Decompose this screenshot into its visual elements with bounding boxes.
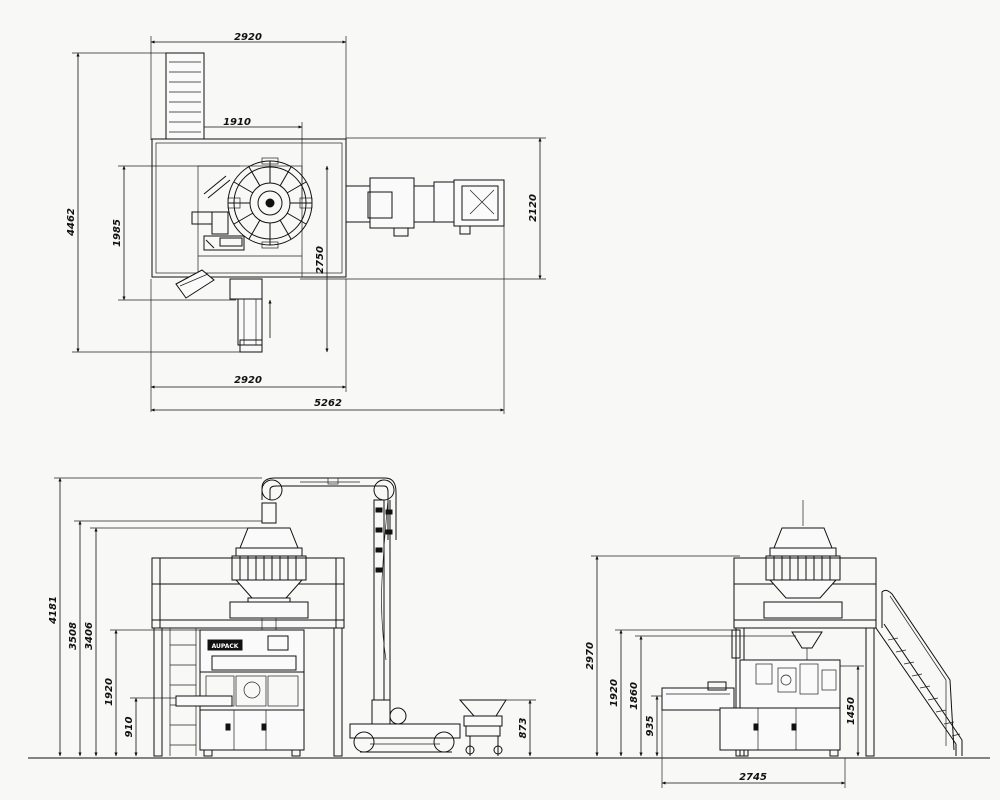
dim-bowl-height: 873 (518, 718, 529, 739)
dim-top-width: 2920 (234, 32, 262, 43)
dim-side-overall-width: 2745 (739, 772, 767, 783)
dim-overall-width: 5262 (314, 398, 342, 409)
dim-platform-height: 1920 (104, 678, 115, 706)
dim-inner-height-2: 2750 (315, 246, 326, 274)
dim-hopper-height: 3406 (84, 622, 95, 650)
dim-side-overall-height: 2970 (585, 642, 596, 670)
brand-plate (207, 639, 243, 651)
dim-machine-height: 910 (124, 717, 135, 738)
dim-side-platform-height: 1920 (609, 679, 620, 707)
dim-side-funnel-height: 1860 (629, 682, 640, 710)
dim-bottom-width: 2920 (234, 375, 262, 386)
dim-inner-height: 1985 (112, 219, 123, 247)
side-view: 2970 1920 1860 935 1450 2745 (585, 500, 963, 788)
top-view: 2920 1910 4462 1985 2750 2120 (66, 32, 546, 414)
dim-front-overall-height: 4181 (48, 596, 59, 625)
dim-side-stair-height: 1450 (846, 697, 857, 725)
dim-right-height: 2120 (528, 194, 539, 222)
brand-label: AUPACK (212, 643, 239, 650)
front-view: 4181 3508 3406 1920 910 873 (48, 477, 536, 757)
dim-left-height: 4462 (66, 208, 77, 237)
dim-weigher-height: 3508 (68, 622, 79, 650)
dim-side-machine-height: 935 (645, 716, 656, 737)
dim-inner-width: 1910 (223, 117, 251, 128)
